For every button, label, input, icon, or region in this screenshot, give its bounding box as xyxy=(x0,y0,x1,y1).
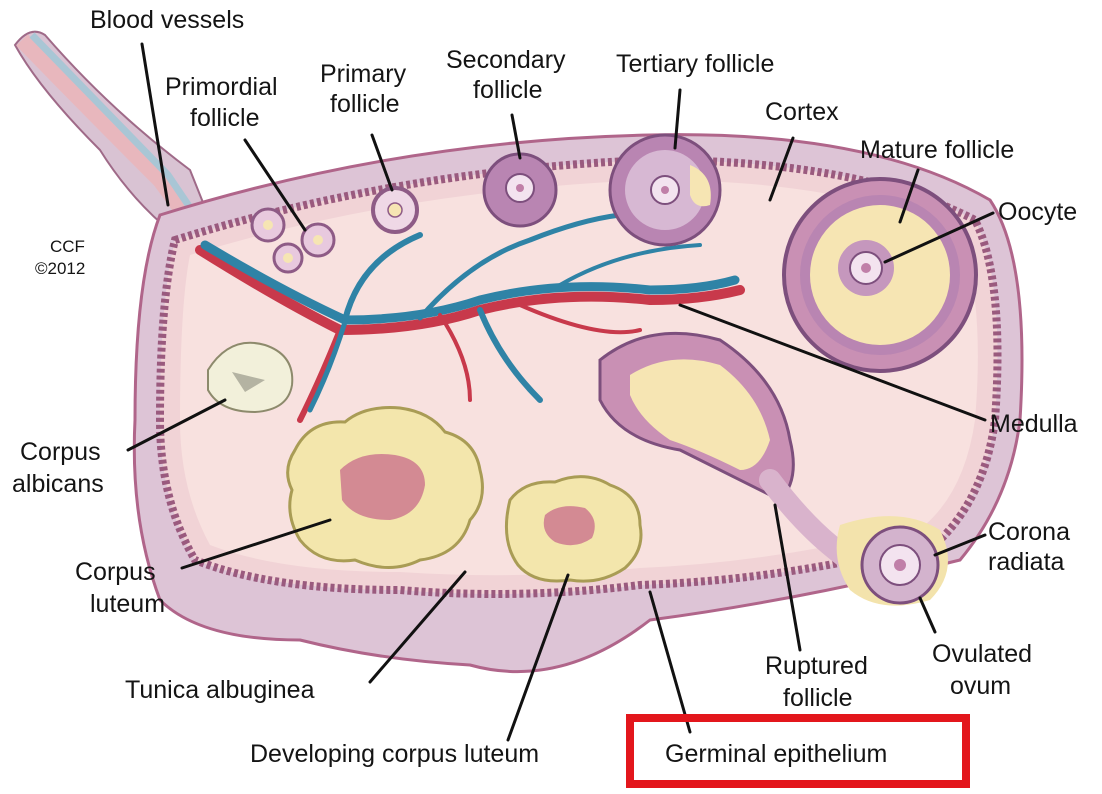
ovulated-ovum xyxy=(837,516,948,606)
label-primary-follicle-2: follicle xyxy=(330,90,399,118)
label-germinal-epithelium: Germinal epithelium xyxy=(665,740,887,768)
credit-line-1: CCF xyxy=(50,237,85,256)
developing-corpus-luteum xyxy=(506,477,641,581)
credit-line-2: ©2012 xyxy=(35,259,85,278)
secondary-follicle xyxy=(484,154,556,226)
label-developing-corpus-luteum: Developing corpus luteum xyxy=(250,740,539,768)
label-primordial-follicle-1: Primordial xyxy=(165,73,278,101)
label-primary-follicle-1: Primary xyxy=(320,60,407,88)
label-mature-follicle: Mature follicle xyxy=(860,136,1014,164)
label-blood-vessels: Blood vessels xyxy=(90,6,244,34)
label-corpus-albicans-2: albicans xyxy=(12,470,104,498)
label-primordial-follicle-2: follicle xyxy=(190,104,259,132)
label-tunica-albuginea: Tunica albuginea xyxy=(125,676,315,704)
primary-follicle xyxy=(373,188,417,232)
label-ovulated-ovum-2: ovum xyxy=(950,672,1011,700)
label-secondary-follicle-2: follicle xyxy=(473,76,542,104)
mature-follicle xyxy=(784,179,976,371)
label-corona-radiata-1: Corona xyxy=(988,518,1070,546)
label-corona-radiata-2: radiata xyxy=(988,548,1065,576)
label-corpus-albicans-1: Corpus xyxy=(20,438,101,466)
label-ruptured-follicle-2: follicle xyxy=(783,684,852,712)
label-corpus-luteum-1: Corpus xyxy=(75,558,156,586)
label-ovulated-ovum-1: Ovulated xyxy=(932,640,1032,668)
tertiary-follicle xyxy=(610,135,720,245)
label-secondary-follicle-1: Secondary xyxy=(446,46,566,74)
label-tertiary-follicle: Tertiary follicle xyxy=(616,50,774,78)
label-cortex: Cortex xyxy=(765,98,839,126)
label-corpus-luteum-2: luteum xyxy=(90,590,165,618)
label-ruptured-follicle-1: Ruptured xyxy=(765,652,868,680)
label-oocyte: Oocyte xyxy=(998,198,1077,226)
label-medulla: Medulla xyxy=(990,410,1078,438)
